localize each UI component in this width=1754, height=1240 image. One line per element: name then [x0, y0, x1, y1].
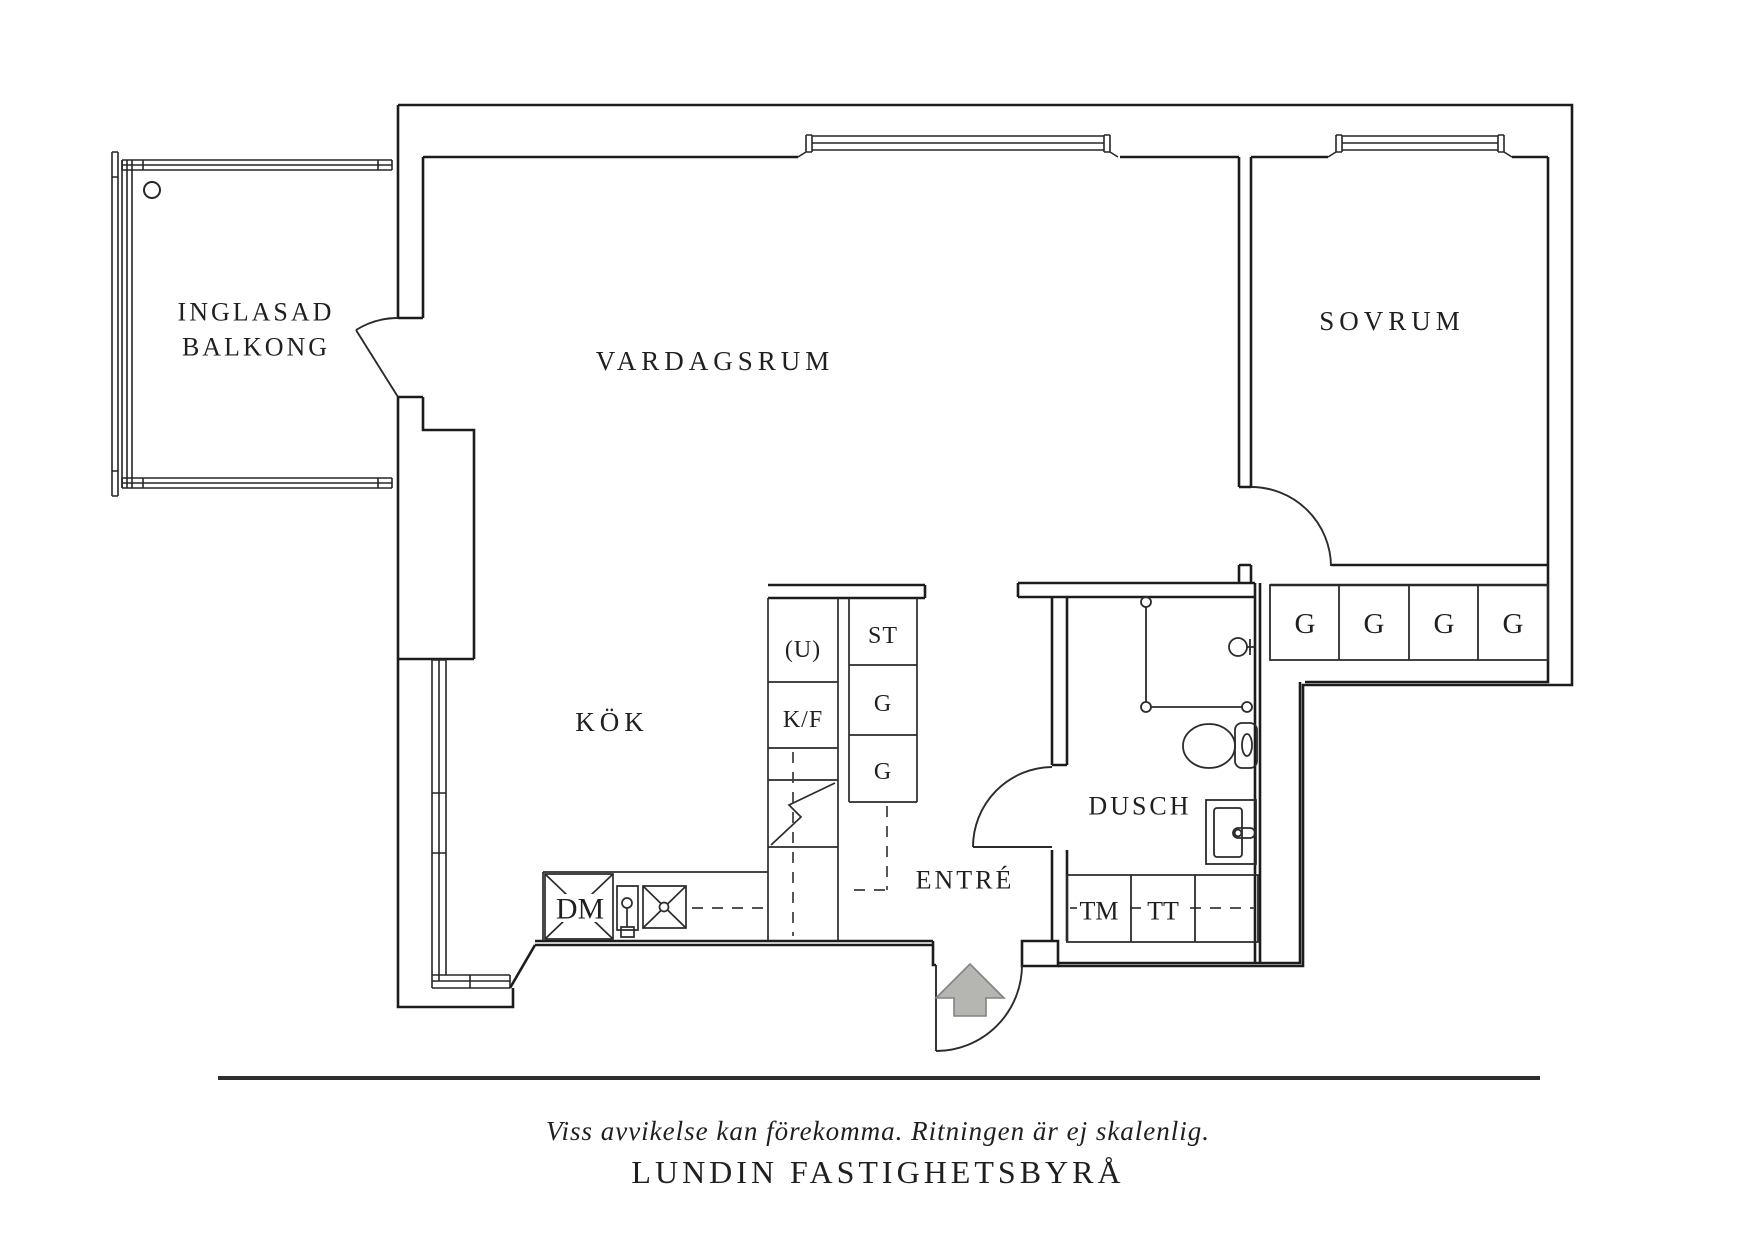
- label-washing-machine: TM: [1080, 897, 1119, 926]
- label-kitchen-closet-1: G: [874, 691, 892, 717]
- bedroom-south-wall: [1270, 563, 1548, 587]
- label-tall-cabinet: ST: [868, 623, 898, 649]
- balcony-glazing-top: [121, 159, 393, 171]
- kitchen-cabinet-column: [767, 598, 839, 941]
- label-tumble-dryer: TT: [1147, 897, 1179, 926]
- label-wardrobe-2: G: [1364, 608, 1385, 640]
- entry-arrow-icon: [934, 962, 1006, 1017]
- shower-left-wall: [1050, 597, 1069, 941]
- room-label-balcony-line1: INGLASAD: [178, 298, 335, 327]
- doors: [355, 317, 1332, 1052]
- shower-mixer-icon: [1228, 637, 1255, 657]
- windows: [431, 134, 1513, 989]
- room-label-entry: ENTRÉ: [916, 866, 1015, 895]
- sink-icon: [616, 885, 687, 938]
- label-fridge-freezer: K/F: [783, 707, 823, 733]
- laundry-row: [1066, 874, 1259, 943]
- room-label-balcony-line2: BALKONG: [182, 333, 330, 362]
- west-wall-inner-face: [398, 157, 476, 661]
- labels: INGLASAD BALKONG VARDAGSRUM SOVRUM KÖK D…: [178, 298, 1524, 926]
- label-plates: [557, 894, 1184, 924]
- label-dishwasher: DM: [556, 893, 604, 926]
- shower-enclosure: [1140, 596, 1253, 713]
- door-bedroom: [1250, 486, 1332, 567]
- entrance-jamb-block: [1020, 939, 1060, 968]
- window-bedroom: [1327, 134, 1513, 158]
- room-label-shower: DUSCH: [1088, 792, 1191, 821]
- footer-brand-name: LUNDIN FASTIGHETSBYRÅ: [631, 1154, 1124, 1190]
- storage-rows: [1066, 584, 1549, 943]
- door-entrance: [935, 964, 1023, 1052]
- label-wardrobe-1: G: [1295, 608, 1316, 640]
- kitchen-counter: [542, 871, 768, 941]
- partition-livingroom-bedroom: [1237, 157, 1253, 583]
- window-kitchen-west: [431, 659, 511, 989]
- door-shower-room: [972, 766, 1053, 848]
- balcony-column-icon: [143, 181, 161, 199]
- window-living-room: [797, 134, 1119, 158]
- label-wardrobe-4: G: [1503, 608, 1524, 640]
- wardrobe-row: [1269, 584, 1549, 661]
- door-balcony: [355, 317, 399, 398]
- washbasin-icon: [1205, 799, 1257, 865]
- bathroom-fixtures: [1140, 596, 1258, 865]
- label-upper-cabinet: (U): [785, 637, 821, 663]
- toilet-icon: [1182, 722, 1258, 769]
- exterior-wall-outline: [396, 103, 1574, 1009]
- entry-closet-dashed-line: [854, 806, 888, 891]
- balcony-glazing-bottom: [121, 477, 393, 489]
- label-wardrobe-3: G: [1434, 608, 1455, 640]
- room-label-kitchen: KÖK: [575, 707, 649, 737]
- balcony: [111, 151, 393, 497]
- room-label-bedroom: SOVRUM: [1319, 306, 1465, 336]
- hall-closet-column: [848, 598, 918, 803]
- hall-top-wall: [1016, 581, 1255, 599]
- cabinet-cap-wall: [768, 583, 927, 600]
- balcony-outer-rail: [111, 151, 119, 497]
- footer: Viss avvikelse kan förekomma. Ritningen …: [218, 1076, 1540, 1190]
- tall-cabinet-diagonal-icon: [770, 782, 836, 846]
- room-label-living-room: VARDAGSRUM: [596, 346, 835, 376]
- balcony-glazing-left: [121, 160, 133, 488]
- footer-disclaimer: Viss avvikelse kan förekomma. Ritningen …: [546, 1116, 1210, 1146]
- label-kitchen-closet-2: G: [874, 759, 892, 785]
